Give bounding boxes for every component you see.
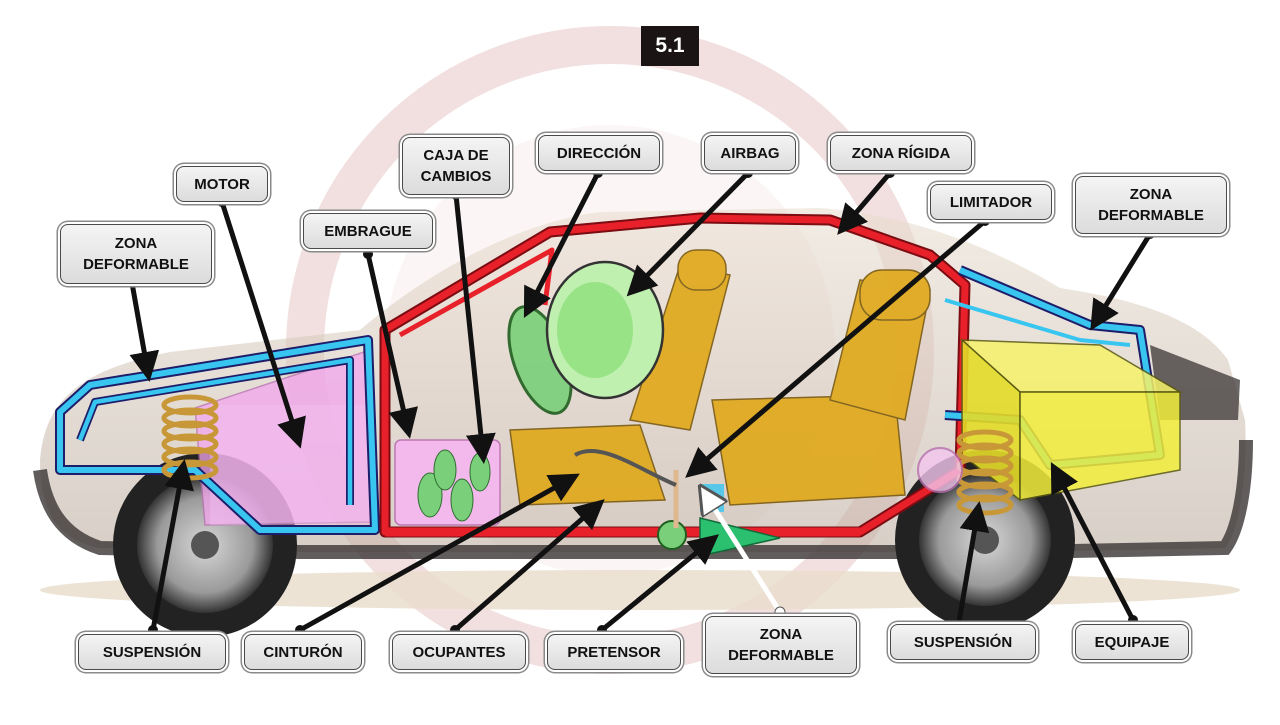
front-spring	[161, 394, 219, 481]
label-zona-deformable-rear: ZONA DEFORMABLE	[1075, 176, 1227, 234]
rear-seat	[711, 269, 931, 506]
label-limitador: LIMITADOR	[930, 184, 1052, 220]
label-equipaje: EQUIPAJE	[1075, 624, 1189, 660]
label-ocupantes: OCUPANTES	[392, 634, 526, 670]
label-embrague: EMBRAGUE	[303, 213, 433, 249]
rigid-cage	[379, 212, 971, 538]
label-caja-de-cambios: CAJA DE CAMBIOS	[402, 137, 510, 195]
label-suspension-front: SUSPENSIÓN	[78, 634, 226, 670]
front-deformable-frame	[55, 335, 380, 535]
label-motor: MOTOR	[176, 166, 268, 202]
label-suspension-rear: SUSPENSIÓN	[890, 624, 1036, 660]
leader-arrows	[127, 168, 1155, 635]
rear-spring	[956, 429, 1014, 516]
airbag	[545, 260, 665, 400]
label-zona-deformable-floor: ZONA DEFORMABLE	[705, 616, 857, 674]
figure-number-badge: 5.1	[641, 26, 699, 66]
label-cinturon: CINTURÓN	[244, 634, 362, 670]
pretensor-device	[657, 520, 687, 550]
label-zona-rigida: ZONA RÍGIDA	[830, 135, 972, 171]
label-direccion: DIRECCIÓN	[538, 135, 660, 171]
label-airbag: AIRBAG	[704, 135, 796, 171]
label-zona-deformable-front: ZONA DEFORMABLE	[60, 224, 212, 284]
label-pretensor: PRETENSOR	[547, 634, 681, 670]
